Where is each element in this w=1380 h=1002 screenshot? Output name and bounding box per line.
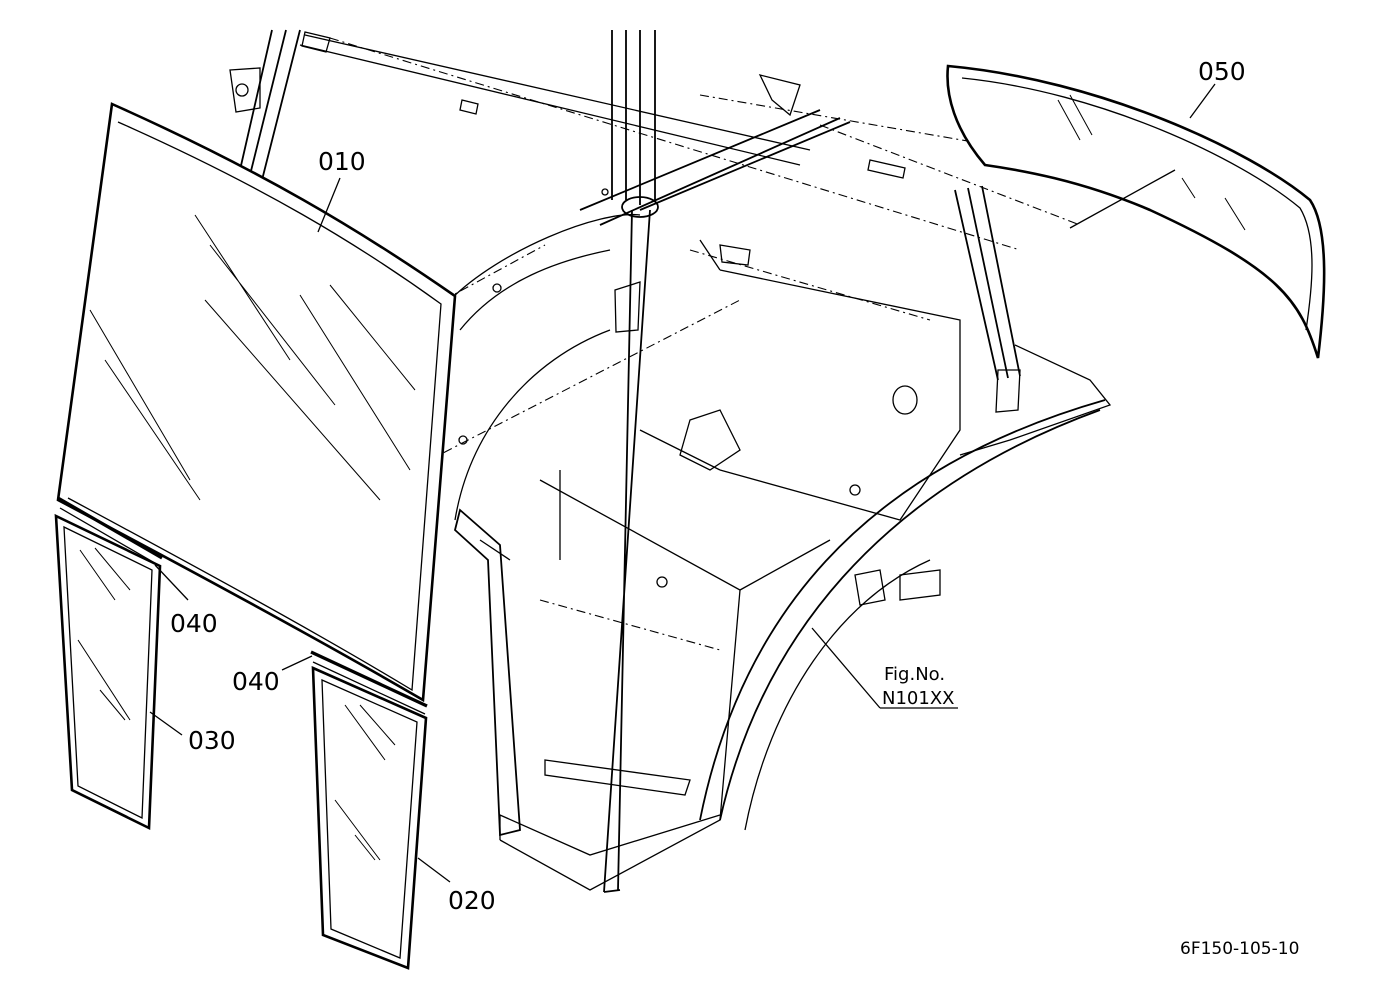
callout-010: 010 <box>318 147 366 176</box>
callout-050: 050 <box>1198 57 1246 86</box>
seal-strips <box>57 496 428 715</box>
leader-lines <box>149 83 1216 883</box>
lower-door-glass-right <box>311 665 428 970</box>
callout-030: 030 <box>188 726 236 755</box>
rear-window-glass <box>946 64 1326 359</box>
part-callouts: 010 050 040 040 030 020 <box>170 57 1246 915</box>
cab-frame <box>229 29 1112 893</box>
lower-door-glass-left <box>54 513 162 831</box>
fig-ref-number: N101XX <box>882 688 954 709</box>
front-windshield-glass <box>56 102 457 703</box>
callout-040-left: 040 <box>170 609 218 638</box>
callout-020: 020 <box>448 886 496 915</box>
fig-ref-label: Fig.No. <box>884 664 945 685</box>
figure-reference: Fig.No. N101XX <box>882 664 954 709</box>
callout-040-right: 040 <box>232 667 280 696</box>
drawing-code: 6F150-105-10 <box>1180 939 1299 959</box>
